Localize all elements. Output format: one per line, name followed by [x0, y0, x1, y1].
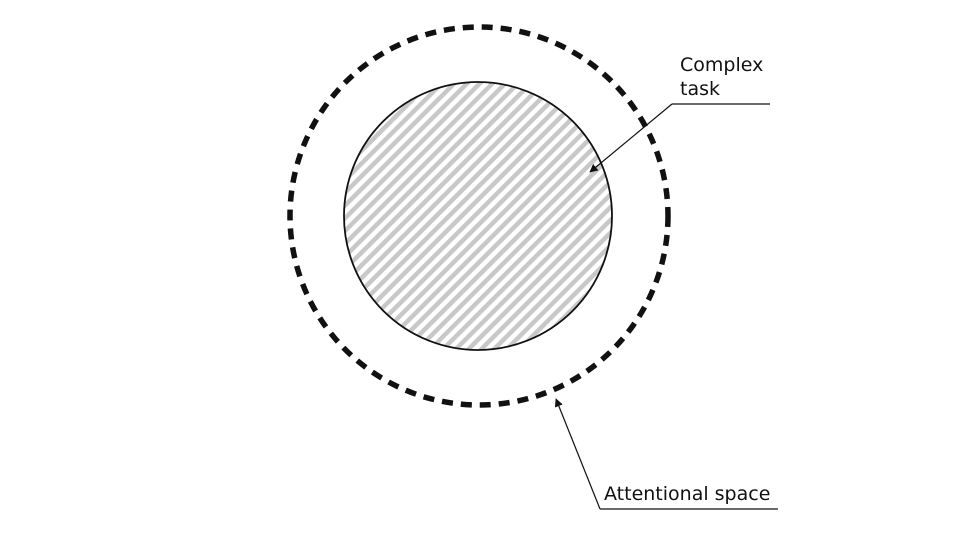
complex-task-arrow [589, 103, 673, 173]
complex-task-label: Complex task [680, 53, 763, 101]
complex-task-label-line1: Complex [680, 54, 764, 76]
complex-task-circle [343, 81, 613, 351]
complex-task-label-line2: task [680, 78, 720, 100]
attentional-space-label: Attentional space [604, 483, 771, 505]
attentional-space-circle [287, 24, 671, 408]
attentional-space-arrow [554, 398, 601, 510]
